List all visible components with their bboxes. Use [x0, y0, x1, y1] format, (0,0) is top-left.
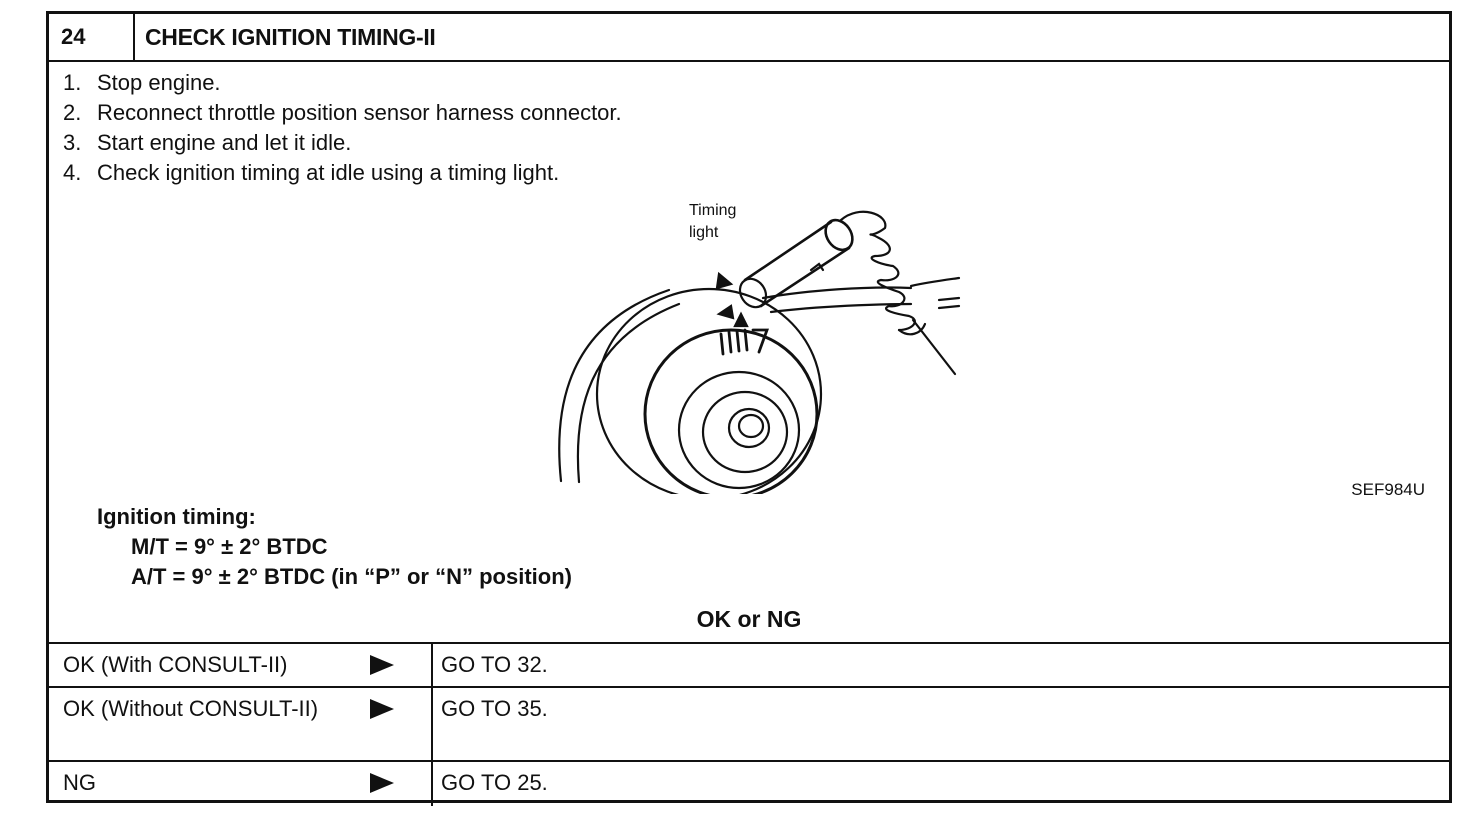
- right-arrow-icon: [370, 655, 394, 675]
- instruction-item: 3.Start engine and let it idle.: [63, 130, 352, 155]
- spec-at: A/T = 9° ± 2° BTDC (in “P” or “N” positi…: [131, 564, 572, 589]
- step-number: 24: [49, 14, 135, 60]
- result-row: OK (Without CONSULT-II) GO TO 35.: [49, 688, 1449, 762]
- right-arrow-icon: [370, 773, 394, 793]
- result-action: GO TO 35.: [441, 696, 548, 721]
- result-condition: OK (With CONSULT-II): [63, 652, 288, 677]
- result-condition: NG: [63, 770, 96, 795]
- instruction-list: 1.Stop engine. 2.Reconnect throttle posi…: [63, 68, 622, 188]
- timing-light-illustration: [558, 210, 961, 494]
- decision-heading: OK or NG: [696, 606, 802, 632]
- spec-heading: Ignition timing:: [97, 504, 256, 529]
- ignition-timing-spec: Ignition timing: M/T = 9° ± 2° BTDC A/T …: [97, 502, 572, 592]
- spec-mt: M/T = 9° ± 2° BTDC: [131, 534, 328, 559]
- result-condition: OK (Without CONSULT-II): [63, 696, 319, 721]
- result-action: GO TO 32.: [441, 652, 548, 677]
- instruction-item: 4.Check ignition timing at idle using a …: [63, 160, 560, 185]
- result-row: NG GO TO 25.: [49, 762, 1449, 806]
- procedure-table: 24 CHECK IGNITION TIMING-II 1.Stop engin…: [46, 11, 1452, 806]
- instruction-item: 1.Stop engine.: [63, 70, 221, 95]
- figure-code: SEF984U: [1351, 480, 1425, 499]
- right-arrow-icon: [370, 699, 394, 719]
- result-action: GO TO 25.: [441, 770, 548, 795]
- result-row: OK (With CONSULT-II) GO TO 32.: [49, 644, 1449, 688]
- step-header: 24 CHECK IGNITION TIMING-II: [49, 14, 1449, 62]
- timing-light-label: Timing light: [689, 202, 737, 241]
- results-table: OK (With CONSULT-II) GO TO 32. OK (Witho…: [49, 642, 1449, 806]
- instruction-item: 2.Reconnect throttle position sensor har…: [63, 100, 622, 125]
- step-title: CHECK IGNITION TIMING-II: [145, 24, 436, 50]
